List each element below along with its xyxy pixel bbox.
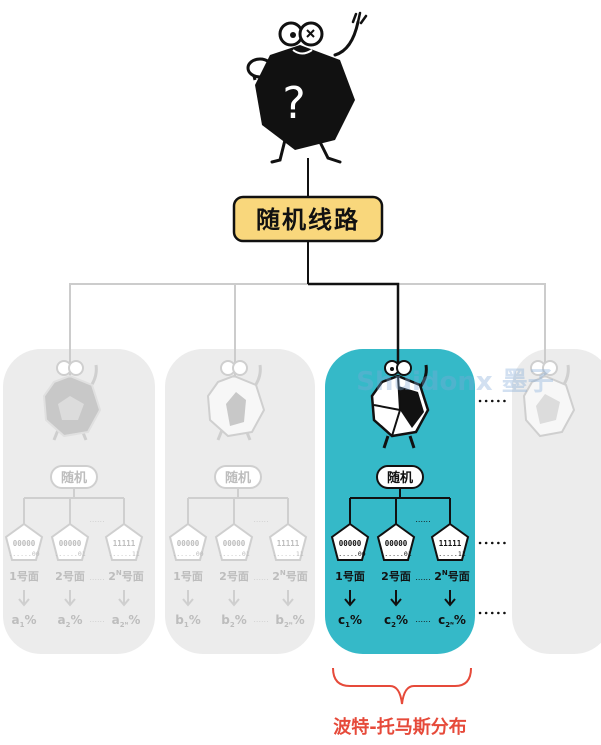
question-mark: ?: [282, 78, 305, 129]
distribution-label: 波特-托马斯分布: [333, 716, 466, 738]
svg-text:2N号面: 2N号面: [272, 569, 308, 583]
svg-text:......: ......: [415, 573, 430, 582]
random-label: 随机: [61, 470, 87, 486]
outcome-1: 00000 ......00: [168, 522, 208, 561]
outcome-2: 00000 ......01: [376, 522, 416, 561]
random-label: 随机: [225, 470, 251, 486]
svg-text:......: ......: [415, 515, 430, 524]
svg-text:......01: ......01: [380, 550, 411, 558]
svg-text:00000: 00000: [177, 539, 200, 548]
svg-text:......: ......: [253, 615, 268, 624]
svg-text:......: ......: [89, 515, 104, 524]
svg-text:00000: 00000: [385, 539, 408, 548]
svg-text:......11: ......11: [434, 550, 465, 558]
random-label: 随机: [387, 470, 413, 486]
svg-text:1号面: 1号面: [335, 570, 365, 583]
column-card-1: [3, 349, 155, 654]
svg-text:11111: 11111: [277, 539, 300, 548]
svg-text:......00: ......00: [8, 550, 39, 558]
tree-lines: [69, 158, 546, 380]
svg-text:b2ᴺ%: b2ᴺ%: [275, 613, 304, 629]
outcome-2: 00000 ......01: [50, 522, 90, 561]
mascot-column-2: [206, 360, 266, 441]
mascot-column-1: [42, 360, 102, 441]
svg-text:......: ......: [253, 515, 268, 524]
svg-text:2N号面: 2N号面: [108, 569, 144, 583]
svg-text:......11: ......11: [272, 550, 303, 558]
outcome-3: 11111 ......11: [104, 522, 144, 561]
mascot-column-3: [370, 360, 430, 449]
svg-text:1号面: 1号面: [9, 570, 39, 583]
svg-text:b2%: b2%: [221, 613, 247, 629]
outcome-1: 00000 ......00: [4, 522, 44, 561]
svg-text:......: ......: [89, 615, 104, 624]
bottom-brace: [332, 667, 472, 705]
svg-text:a2ᴺ%: a2ᴺ%: [112, 613, 141, 629]
svg-text:2号面: 2号面: [55, 570, 85, 583]
svg-text:00000: 00000: [13, 539, 36, 548]
svg-text:11111: 11111: [113, 539, 136, 548]
svg-text:11111: 11111: [439, 539, 462, 548]
svg-text:......01: ......01: [54, 550, 85, 558]
circuit-box: 随机线路: [232, 195, 384, 243]
svg-text:1号面: 1号面: [173, 570, 203, 583]
svg-text:2号面: 2号面: [219, 570, 249, 583]
svg-text:......11: ......11: [108, 550, 139, 558]
svg-text:2N号面: 2N号面: [434, 569, 470, 583]
svg-text:c2ᴺ%: c2ᴺ%: [438, 613, 466, 629]
svg-text:......: ......: [89, 573, 104, 582]
mascot-column-4: [522, 360, 576, 438]
outcome-3: 11111 ......11: [268, 522, 308, 561]
svg-text:......: ......: [415, 615, 430, 624]
svg-text:......00: ......00: [334, 550, 365, 558]
svg-text:00000: 00000: [223, 539, 246, 548]
circuit-label: 随机线路: [256, 206, 360, 234]
continuation-dots: [478, 399, 512, 615]
svg-text:......01: ......01: [218, 550, 249, 558]
column-1: 随机 00000 ......00 00000 ......01 11111 .…: [4, 360, 144, 629]
svg-text:b1%: b1%: [175, 613, 201, 629]
outcome-3: 11111 ......11: [430, 522, 470, 561]
svg-text:......00: ......00: [172, 550, 203, 558]
watermark: Shuidonx 墨子: [356, 367, 553, 397]
column-2: 随机 00000 ......00 00000 ......01 11111 .…: [168, 360, 308, 629]
outcome-2: 00000 ......01: [214, 522, 254, 561]
svg-text:c2%: c2%: [384, 613, 408, 629]
svg-text:00000: 00000: [339, 539, 362, 548]
outcome-1: 00000 ......00: [330, 522, 370, 561]
svg-text:......: ......: [253, 573, 268, 582]
column-4: [522, 360, 576, 438]
column-3: 随机 00000 ......00 00000 ......01 11111 .…: [330, 360, 470, 629]
svg-text:c1%: c1%: [338, 613, 362, 629]
column-card-3: [325, 349, 475, 654]
svg-text:2号面: 2号面: [381, 570, 411, 583]
column-card-2: [165, 349, 315, 654]
svg-text:a1%: a1%: [11, 613, 36, 629]
svg-text:a2%: a2%: [57, 613, 82, 629]
svg-text:00000: 00000: [59, 539, 82, 548]
mascot-top: ?: [246, 11, 368, 164]
